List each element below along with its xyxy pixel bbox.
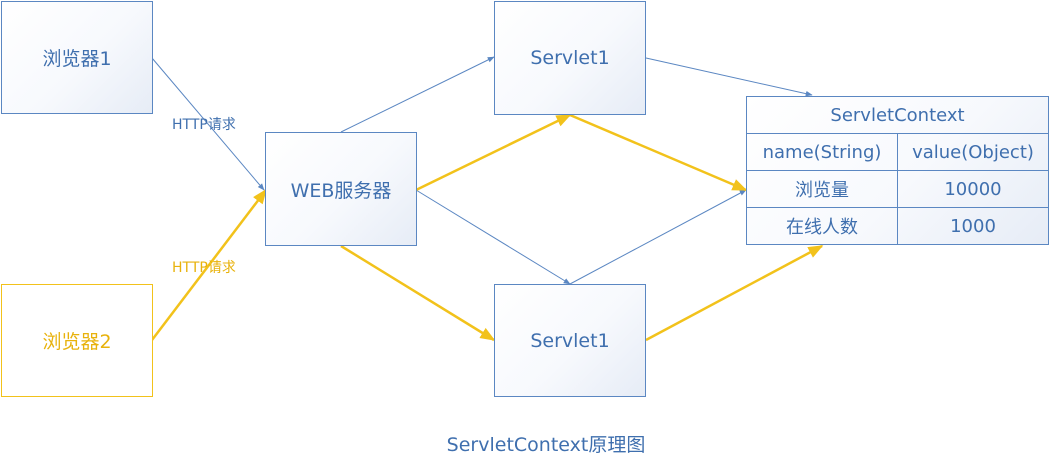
- http-request-label-2: HTTP请求: [172, 260, 236, 276]
- servlet-top-box: Servlet1: [494, 1, 646, 115]
- arrow-servlet-top-to-context: [645, 57, 813, 97]
- web-server-box: WEB服务器: [265, 132, 417, 246]
- servlet-context-header-row: name(String) value(Object): [746, 133, 1049, 171]
- servlet-bottom-box: Servlet1: [494, 284, 646, 397]
- servlet-context-table: ServletContext name(String) value(Object…: [746, 96, 1049, 245]
- arrow-webserver-to-servlet-top-yellow: [415, 113, 572, 192]
- arrow-browser1-to-webserver: [151, 57, 265, 191]
- servlet-top-label: Servlet1: [530, 47, 610, 69]
- http-request-label-1: HTTP请求: [172, 117, 236, 133]
- arrow-webserver-to-servlet-top: [340, 56, 495, 133]
- attribute-value: 1000: [897, 207, 1049, 245]
- arrow-servlet-bottom-to-context: [569, 189, 747, 285]
- arrow-servlet-top-to-context-yellow: [569, 113, 748, 192]
- column-header-name: name(String): [746, 133, 898, 171]
- browser-2-box: 浏览器2: [1, 284, 153, 397]
- servlet-context-title: ServletContext: [746, 96, 1049, 134]
- arrow-browser2-to-webserver: [151, 188, 267, 341]
- browser-1-label: 浏览器1: [42, 48, 112, 70]
- servlet-bottom-label: Servlet1: [530, 329, 610, 352]
- column-header-value: value(Object): [897, 133, 1049, 171]
- arrow-servlet-bottom-to-context-yellow: [645, 244, 824, 342]
- arrow-webserver-to-servlet-bottom-yellow: [340, 244, 496, 342]
- servlet-context-title-row: ServletContext: [746, 96, 1049, 134]
- attribute-value: 10000: [897, 170, 1049, 208]
- attribute-name: 在线人数: [746, 207, 898, 245]
- table-row: 浏览量 10000: [746, 170, 1049, 208]
- browser-1-box: 浏览器1: [1, 1, 153, 114]
- table-row: 在线人数 1000: [746, 207, 1049, 245]
- diagram-caption: ServletContext原理图: [446, 434, 646, 456]
- web-server-label: WEB服务器: [290, 179, 392, 202]
- browser-2-label: 浏览器2: [42, 331, 112, 353]
- arrow-webserver-to-servlet-bottom: [415, 189, 571, 285]
- attribute-name: 浏览量: [746, 170, 898, 208]
